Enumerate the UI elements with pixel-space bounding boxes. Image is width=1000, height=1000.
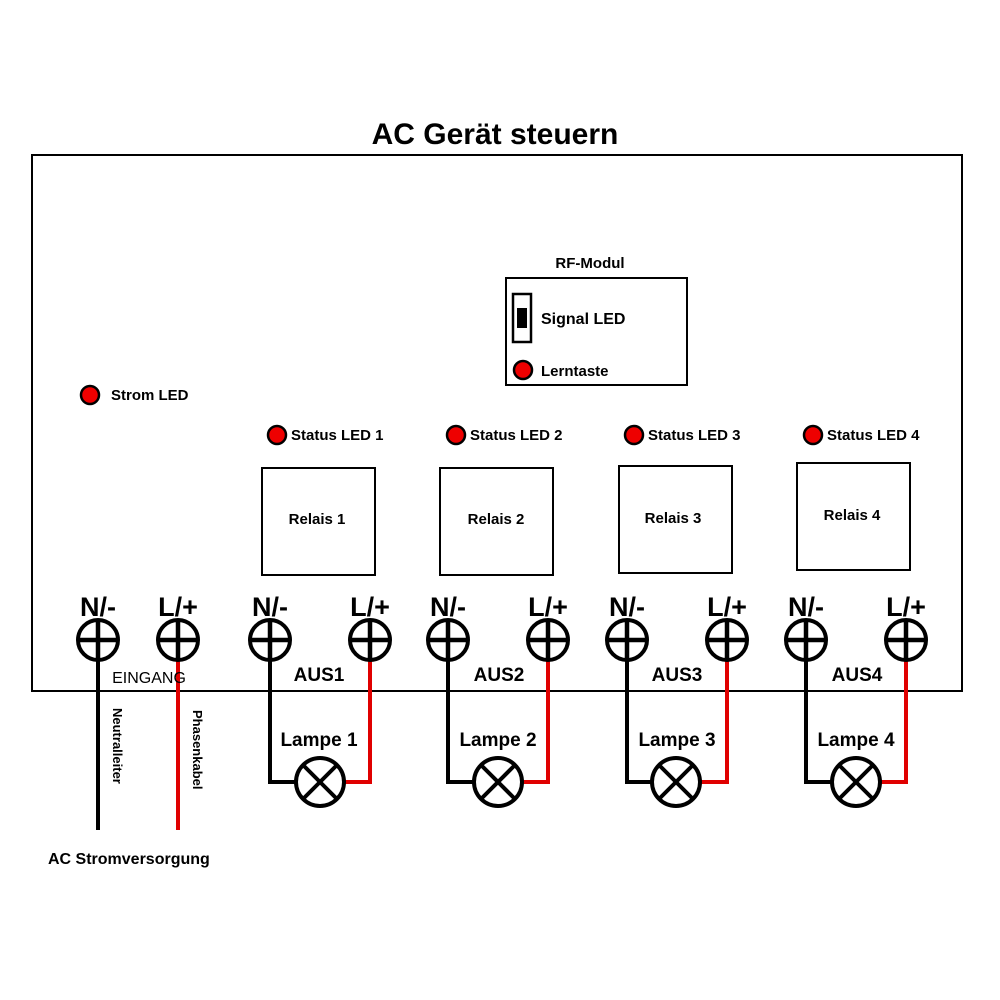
status-led-icon — [266, 424, 288, 446]
terminal-l-icon — [348, 618, 392, 662]
device-enclosure — [31, 154, 963, 692]
input-terminal-n-label: N/- — [80, 592, 116, 622]
relay-label: Relais 4 — [824, 507, 881, 524]
lamp-label: Lampe 1 — [280, 730, 358, 751]
phase-wire — [344, 640, 372, 784]
lamp-icon — [830, 756, 882, 808]
input-section: N/- L/+ EINGANG Neutralleiter Phasenkabe… — [48, 592, 210, 868]
terminal-l-label: L/+ — [707, 592, 747, 622]
relay-label: Relais 3 — [645, 510, 702, 527]
channel-2: Status LED 2 Relais 2 N/- L/+ AUS2 Lampe… — [426, 424, 570, 808]
power-supply-label: AC Stromversorgung — [48, 851, 210, 868]
relay-label: Relais 2 — [468, 511, 525, 528]
learn-button-icon[interactable] — [512, 359, 534, 381]
phase-wire — [701, 640, 729, 784]
phase-wire — [522, 640, 550, 784]
terminal-n-label: N/- — [609, 592, 645, 622]
terminal-n-label: N/- — [430, 592, 466, 622]
status-led-icon — [445, 424, 467, 446]
terminal-l-icon — [705, 618, 749, 662]
input-terminal-l-label: L/+ — [158, 592, 198, 622]
terminal-l-icon — [526, 618, 570, 662]
terminal-n-label: N/- — [252, 592, 288, 622]
terminal-n-icon — [248, 618, 292, 662]
output-label: AUS4 — [832, 665, 883, 686]
terminal-l-label: L/+ — [350, 592, 390, 622]
channel-4: Status LED 4 Relais 4 N/- L/+ AUS4 Lampe… — [784, 424, 928, 808]
channel-3: Status LED 3 Relais 3 N/- L/+ AUS3 Lampe… — [605, 424, 749, 808]
terminal-l-icon — [884, 618, 928, 662]
signal-led-icon — [511, 292, 533, 344]
terminal-n-label: N/- — [788, 592, 824, 622]
neutral-wire-label: Neutralleiter — [110, 708, 125, 784]
output-label: AUS2 — [474, 665, 525, 686]
relay-box — [618, 465, 733, 574]
relay-label: Relais 1 — [289, 511, 346, 528]
lamp-label: Lampe 3 — [638, 730, 715, 751]
neutral-wire — [625, 640, 652, 784]
power-led-icon — [79, 384, 101, 406]
neutral-wire — [268, 640, 296, 784]
status-led-icon — [802, 424, 824, 446]
lamp-icon — [294, 756, 346, 808]
phase-wire-label: Phasenkabel — [190, 710, 205, 790]
output-label: AUS3 — [652, 665, 703, 686]
rf-module-box — [505, 277, 688, 386]
power-led-label: Strom LED — [111, 387, 189, 404]
terminal-n-icon — [784, 618, 828, 662]
channel-1: Status LED 1 Relais 1 N/- L/+ AUS1 Lampe… — [248, 424, 392, 808]
learn-button-label: Lerntaste — [541, 363, 609, 380]
status-led-label: Status LED 3 — [648, 427, 741, 444]
lamp-icon — [650, 756, 702, 808]
input-label: EINGANG — [112, 670, 186, 687]
status-led-icon — [623, 424, 645, 446]
output-label: AUS1 — [294, 665, 345, 686]
terminal-l-label: L/+ — [528, 592, 568, 622]
terminal-n-icon — [605, 618, 649, 662]
status-led-label: Status LED 1 — [291, 427, 384, 444]
status-led-label: Status LED 2 — [470, 427, 563, 444]
terminal-n-icon — [426, 618, 470, 662]
phase-wire — [880, 640, 908, 784]
terminal-l-label: L/+ — [886, 592, 926, 622]
input-terminal-l-icon — [156, 618, 200, 662]
signal-led-label: Signal LED — [541, 311, 625, 328]
status-led-label: Status LED 4 — [827, 427, 920, 444]
relay-box — [439, 467, 554, 576]
input-terminal-n-icon — [76, 618, 120, 662]
relay-box — [261, 467, 376, 576]
relay-box — [796, 462, 911, 571]
lamp-icon — [472, 756, 524, 808]
diagram-title: AC Gerät steuern — [372, 118, 619, 151]
rf-module-label: RF-Modul — [555, 255, 624, 272]
neutral-wire — [446, 640, 474, 784]
lamp-label: Lampe 4 — [817, 730, 895, 751]
neutral-wire — [804, 640, 832, 784]
lamp-label: Lampe 2 — [459, 730, 536, 751]
